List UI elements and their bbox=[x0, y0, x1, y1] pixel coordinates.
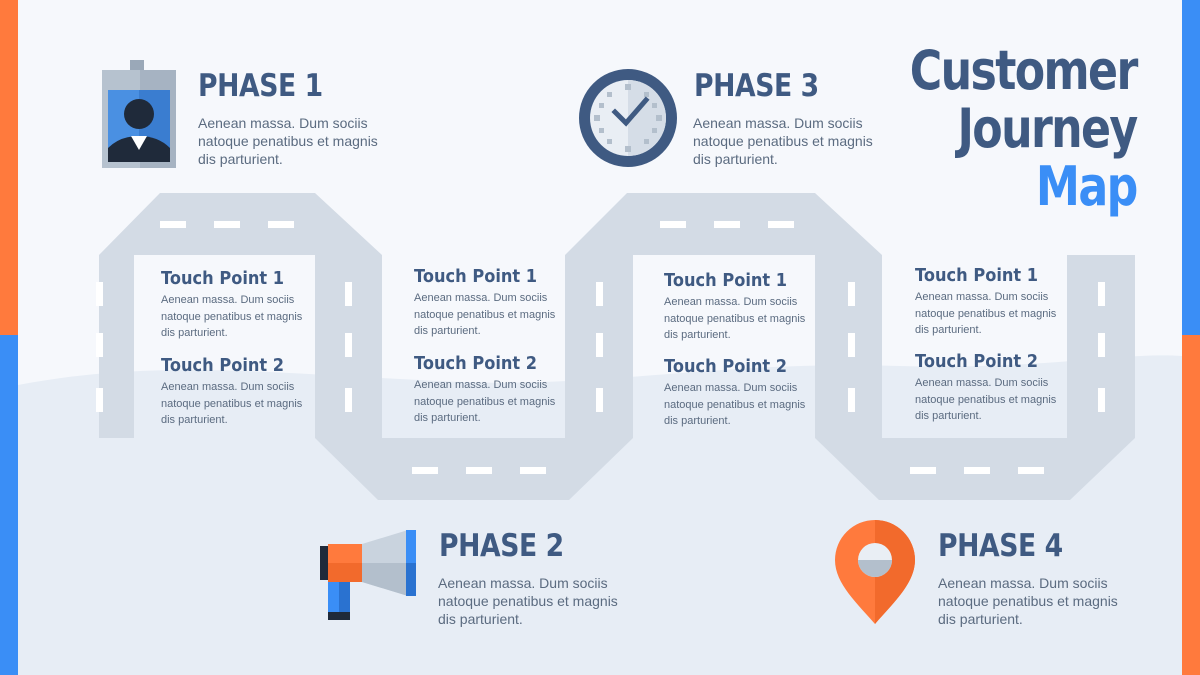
left-accent-bar-orange bbox=[0, 0, 18, 335]
phase-3-title: PHASE 3 bbox=[694, 68, 819, 104]
touch-point-desc: Aenean massa. Dum sociis natoque penatib… bbox=[664, 382, 806, 427]
touch-point-title: Touch Point 1 bbox=[414, 266, 538, 287]
touch-point-desc: Aenean massa. Dum sociis natoque penatib… bbox=[915, 377, 1057, 422]
phase-4-title: PHASE 4 bbox=[938, 528, 1063, 564]
touch-point-title: Touch Point 1 bbox=[915, 265, 1039, 286]
map-pin-icon bbox=[835, 520, 915, 624]
title-line-map: Map bbox=[1036, 155, 1138, 218]
clock-icon bbox=[579, 69, 677, 167]
phase-2-title: PHASE 2 bbox=[439, 528, 564, 564]
road-dashes bbox=[96, 221, 1105, 474]
touch-point-2-group-2: Touch Point 2 Aenean massa. Dum sociis n… bbox=[414, 353, 564, 427]
touch-point-desc: Aenean massa. Dum sociis natoque penatib… bbox=[915, 291, 1057, 336]
phase-1-desc: Aenean massa. Dum sociis natoque penatib… bbox=[198, 115, 378, 167]
touch-point-1-group-4: Touch Point 1 Aenean massa. Dum sociis n… bbox=[915, 265, 1065, 339]
touch-point-desc: Aenean massa. Dum sociis natoque penatib… bbox=[664, 296, 806, 341]
touch-point-2-group-1: Touch Point 2 Aenean massa. Dum sociis n… bbox=[161, 355, 311, 429]
touch-point-desc: Aenean massa. Dum sociis natoque penatib… bbox=[414, 379, 556, 424]
phase-3-desc: Aenean massa. Dum sociis natoque penatib… bbox=[693, 115, 873, 167]
title-line-customer: Customer bbox=[910, 39, 1138, 102]
touch-point-1-group-1: Touch Point 1 Aenean massa. Dum sociis n… bbox=[161, 268, 311, 342]
touch-point-title: Touch Point 1 bbox=[664, 270, 788, 291]
right-accent-bar-orange bbox=[1182, 335, 1200, 675]
page-title: Customer Journey Map bbox=[910, 39, 1139, 218]
touch-point-title: Touch Point 2 bbox=[161, 355, 285, 376]
touch-point-desc: Aenean massa. Dum sociis natoque penatib… bbox=[161, 294, 303, 339]
touch-point-1-group-2: Touch Point 1 Aenean massa. Dum sociis n… bbox=[414, 266, 564, 340]
touch-point-title: Touch Point 2 bbox=[915, 351, 1039, 372]
touch-point-title: Touch Point 2 bbox=[414, 353, 538, 374]
title-line-journey: Journey bbox=[957, 97, 1139, 160]
touch-point-desc: Aenean massa. Dum sociis natoque penatib… bbox=[161, 381, 303, 426]
touch-point-1-group-3: Touch Point 1 Aenean massa. Dum sociis n… bbox=[664, 270, 814, 344]
right-accent-bar-blue bbox=[1182, 0, 1200, 335]
touch-point-title: Touch Point 2 bbox=[664, 356, 788, 377]
phase-1-title: PHASE 1 bbox=[198, 68, 323, 104]
phase-2-desc: Aenean massa. Dum sociis natoque penatib… bbox=[438, 575, 618, 627]
touch-point-desc: Aenean massa. Dum sociis natoque penatib… bbox=[414, 292, 556, 337]
touch-point-title: Touch Point 1 bbox=[161, 268, 285, 289]
megaphone-icon bbox=[320, 530, 416, 620]
left-accent-bar-blue bbox=[0, 335, 18, 675]
id-badge-icon bbox=[102, 60, 176, 168]
touch-point-2-group-3: Touch Point 2 Aenean massa. Dum sociis n… bbox=[664, 356, 814, 430]
phase-4-desc: Aenean massa. Dum sociis natoque penatib… bbox=[938, 575, 1118, 627]
touch-point-2-group-4: Touch Point 2 Aenean massa. Dum sociis n… bbox=[915, 351, 1065, 425]
